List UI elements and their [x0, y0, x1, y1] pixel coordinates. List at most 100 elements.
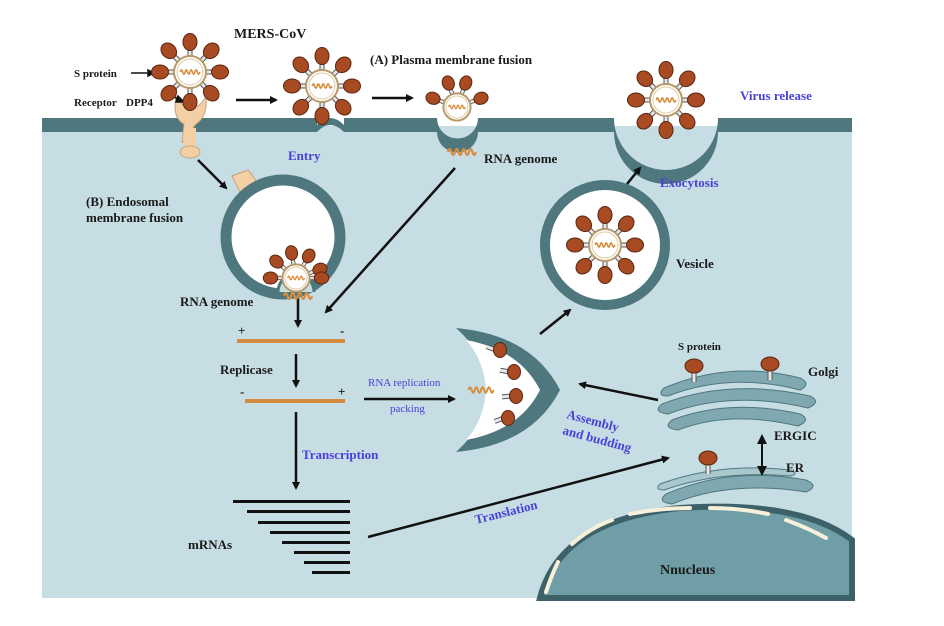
rna-genome-glyph [594, 242, 616, 248]
rna-genome-glyph [655, 97, 677, 103]
labels: MERS-CoV S protein Receptor DPP4 (A) Pla… [74, 27, 839, 578]
rna-strands [237, 339, 345, 403]
crescent-spikes [485, 342, 523, 426]
spike-protein [658, 61, 674, 84]
rna-genome-glyph [287, 275, 305, 281]
arrow-to-vesicle [539, 308, 572, 335]
spike-protein [425, 91, 445, 105]
label-plasma-membrane-fusion: (A) Plasma membrane fusion [370, 52, 533, 67]
spike-protein [597, 206, 613, 229]
label-s-protein: S protein [74, 68, 117, 80]
negative-strand-bottom [245, 399, 345, 403]
er [657, 467, 814, 505]
spike-protein [199, 81, 220, 102]
spike-protein [314, 102, 330, 125]
spike-protein [151, 64, 174, 80]
spike-protein [331, 95, 352, 116]
virion-binding [283, 47, 361, 125]
label-nucleus: Nnucleus [660, 563, 716, 578]
label-entry: Entry [288, 148, 321, 163]
spike-protein [199, 42, 220, 63]
label-endosomal-line1: (B) Endosomal [86, 194, 169, 209]
spike-protein [160, 42, 181, 63]
spike-protein [636, 109, 657, 130]
label-ergic: ERGIC [774, 428, 817, 443]
label-dpp4: DPP4 [126, 97, 153, 109]
virion-in-vesicle [566, 206, 644, 284]
rna-genome-glyph [448, 104, 466, 110]
label-receptor: Receptor [74, 97, 117, 109]
spike-protein [675, 109, 696, 130]
spike-protein [292, 56, 313, 77]
spike-protein [182, 33, 198, 56]
spike-protein [331, 56, 352, 77]
golgi-s-protein-2 [760, 356, 780, 380]
label-packing: packing [390, 403, 425, 415]
spike-protein [597, 261, 613, 284]
virion-endosomal [262, 245, 330, 293]
nucleus [536, 503, 855, 601]
label-plus-bottom: + [338, 384, 345, 399]
er-golgi-double-arrow [757, 434, 767, 476]
spike-protein [300, 248, 316, 268]
label-plus-top: + [238, 323, 245, 338]
rna-genome-glyph [282, 291, 314, 301]
label-transcription: Transcription [302, 447, 379, 462]
virion-free [151, 33, 229, 111]
spike-protein [262, 271, 283, 285]
rna-genome-glyph [179, 69, 201, 75]
spike-protein [675, 70, 696, 91]
spike-protein [308, 262, 328, 276]
spike-protein [575, 254, 596, 275]
virion-layer [151, 33, 780, 474]
spike-protein [292, 95, 313, 116]
label-minus-top: - [340, 323, 344, 338]
spike-protein [621, 237, 644, 253]
spike-protein [269, 254, 287, 271]
label-mrnas: mRNAs [188, 537, 232, 552]
spike-protein [682, 92, 705, 108]
spike-protein [636, 70, 657, 91]
label-minus-bottom: - [240, 384, 244, 399]
pointer-arrows [131, 68, 186, 103]
arrow-rna-to-replication [324, 167, 456, 314]
label-mers-cov: MERS-CoV [234, 27, 306, 42]
arrow-exocytosis [626, 166, 642, 185]
virion-fusing [425, 75, 489, 122]
label-vesicle: Vesicle [676, 256, 714, 271]
spike-protein [614, 254, 635, 275]
spike-protein [283, 78, 306, 94]
spike-protein [441, 75, 455, 95]
spike-protein [160, 81, 181, 102]
label-rna-replication: RNA replication [368, 377, 441, 389]
arrow-entry-to-endosome [197, 159, 228, 190]
spike-protein [627, 92, 650, 108]
spike-protein [338, 78, 361, 94]
label-endosomal-line2: membrane fusion [86, 210, 184, 225]
label-virus-release: Virus release [740, 88, 812, 103]
rna-genome-glyph [446, 147, 478, 157]
label-exocytosis: Exocytosis [660, 175, 719, 190]
spike-protein [575, 215, 596, 236]
assembly-crescent [456, 328, 560, 452]
positive-strand-top [237, 339, 345, 343]
spike-protein [309, 271, 330, 285]
rna-genome-glyph [311, 83, 333, 89]
label-replicase: Replicase [220, 362, 273, 377]
golgi-s-protein-1 [684, 358, 704, 382]
spike-protein [206, 64, 229, 80]
mrna-bars [233, 500, 350, 574]
virion-released [627, 61, 705, 139]
arrows [197, 94, 670, 539]
spike-protein [614, 215, 635, 236]
spike-protein [285, 245, 299, 265]
label-rna-genome-left: RNA genome [180, 294, 254, 309]
arrow-assembly [578, 381, 659, 402]
spike-protein [566, 237, 589, 253]
spike-protein [182, 88, 198, 111]
er-s-protein [698, 450, 718, 474]
rna-genome-glyph [467, 386, 495, 394]
label-s-protein-golgi: S protein [678, 341, 721, 353]
spike-protein [314, 47, 330, 70]
